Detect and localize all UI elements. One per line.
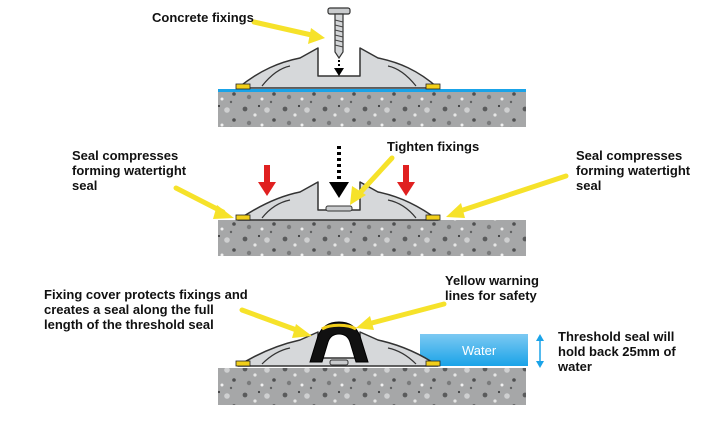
panel-1-threshold-seal	[237, 47, 439, 89]
panel-2-warning-lines	[235, 214, 441, 221]
concrete-fixing-screw	[327, 7, 351, 60]
callout-arrow-tighten	[350, 155, 395, 205]
callout-arrow-concrete-fixings	[251, 19, 325, 44]
label-line: water	[558, 359, 592, 374]
label-line: Fixing cover protects fixings and	[44, 287, 248, 302]
panel-2-concrete-slab	[218, 220, 526, 256]
callout-arrow-seal-left	[173, 185, 234, 219]
label-line: forming watertight	[72, 163, 187, 178]
label-line: seal	[576, 178, 602, 193]
label-line: hold back 25mm of	[558, 344, 676, 359]
label-line: Threshold seal will	[558, 329, 675, 344]
label-fixing-cover: Fixing cover protects fixings and create…	[44, 287, 248, 332]
label-line: forming watertight	[576, 163, 691, 178]
callout-arrow-seal-right	[446, 173, 569, 218]
label-threshold-hold: Threshold seal will hold back 25mm of wa…	[558, 329, 676, 374]
water-height-indicator	[536, 334, 544, 368]
callout-arrow-fixing-cover	[239, 307, 312, 338]
label-line: lines for safety	[445, 288, 537, 303]
label-water: Water	[462, 343, 497, 358]
callout-arrow-warning-lines	[356, 301, 447, 330]
label-line: creates a seal along the full	[44, 302, 214, 317]
label-yellow-warning: Yellow warning lines for safety	[445, 273, 539, 303]
red-arrow-left	[258, 165, 276, 196]
panel-3-concrete-slab	[218, 368, 526, 405]
label-tighten-fixings: Tighten fixings	[387, 139, 480, 154]
down-arrow-large	[329, 146, 349, 198]
panel-1-concrete-slab	[218, 89, 526, 127]
fixing-cover	[309, 321, 369, 363]
label-line: length of the threshold seal	[44, 317, 214, 332]
label-line: seal	[72, 178, 98, 193]
label-concrete-fixings: Concrete fixings	[152, 10, 254, 25]
red-arrow-right	[397, 165, 415, 196]
down-arrow-small	[334, 60, 344, 76]
label-line: Yellow warning	[445, 273, 539, 288]
panel-1-warning-lines	[235, 83, 441, 90]
label-line: Seal compresses	[576, 148, 683, 163]
label-seal-compresses-left: Seal compresses forming watertight seal	[72, 148, 186, 193]
panel-3-screw-head	[329, 359, 349, 366]
label-seal-compresses-right: Seal compresses forming watertight seal	[576, 148, 690, 193]
panel-2-threshold-seal	[237, 181, 439, 221]
panel-3-warning-lines	[235, 360, 441, 367]
label-line: Seal compresses	[72, 148, 179, 163]
